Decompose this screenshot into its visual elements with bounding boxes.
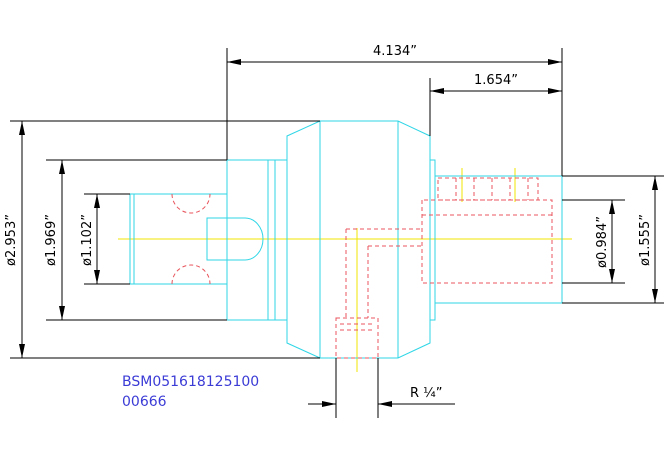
tool-outline bbox=[129, 120, 563, 359]
dim-shank-length: 1.654” bbox=[474, 73, 518, 88]
dim-dia-body: ø1.969” bbox=[44, 214, 59, 266]
centerlines bbox=[118, 168, 572, 372]
part-number-line1: BSM051618125100 bbox=[122, 374, 259, 390]
dim-dia-shank-inner: ø0.984” bbox=[595, 216, 610, 268]
hidden-features bbox=[171, 177, 553, 359]
dim-thread-label: R ¼” bbox=[410, 386, 443, 401]
part-number-line2: 00666 bbox=[122, 394, 167, 410]
dim-dia-bore: ø1.102” bbox=[80, 214, 95, 266]
dim-dia-shank-outer: ø1.555” bbox=[638, 214, 653, 266]
dim-dia-flange: ø2.953” bbox=[4, 214, 19, 266]
part-number-block: BSM051618125100 00666 bbox=[122, 374, 259, 410]
dimensions: 4.134” 1.654” ø2.953” ø1.969” ø1.102” bbox=[4, 44, 664, 418]
dim-overall-length: 4.134” bbox=[373, 44, 417, 59]
